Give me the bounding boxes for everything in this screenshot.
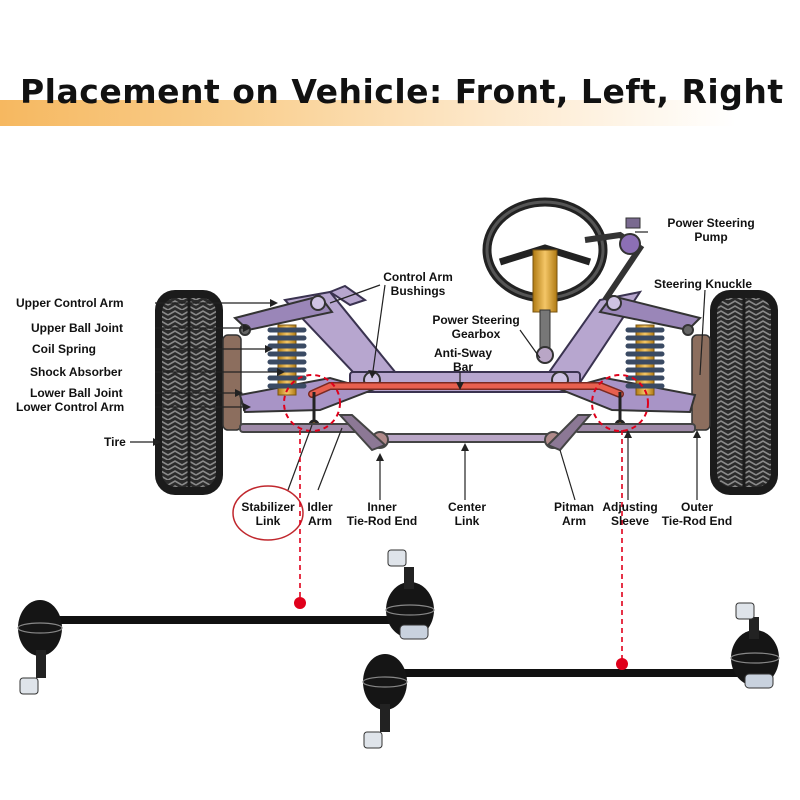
label-anti-sway-bar-line1: Anti-Sway bbox=[433, 346, 492, 360]
label-center-link-line2: Link bbox=[454, 514, 480, 528]
leader-lines bbox=[130, 231, 706, 501]
label-lower-ball-joint: Lower Ball Joint bbox=[30, 386, 123, 400]
upper-control-arms bbox=[232, 294, 702, 336]
right-tire bbox=[710, 290, 778, 495]
label-upper-ball-joint: Upper Ball Joint bbox=[31, 321, 124, 335]
label-center-link-line1: Center bbox=[447, 500, 486, 514]
label-inner-tie-rod-end-line2: Tie-Rod End bbox=[346, 514, 418, 528]
label-center-link: Center Link bbox=[442, 500, 492, 528]
power-steering-pump bbox=[584, 217, 645, 302]
label-adjusting-sleeve-line2: Sleeve bbox=[610, 514, 650, 528]
placement-drop-lines bbox=[299, 430, 623, 662]
stabilizer-label-circle bbox=[232, 485, 304, 541]
right-steering-knuckle bbox=[691, 334, 711, 431]
label-stabilizer-link-line1: Stabilizer bbox=[241, 500, 295, 514]
left-coil-spring bbox=[267, 324, 307, 396]
label-anti-sway-bar-line2: Bar bbox=[452, 360, 473, 374]
label-stabilizer-link: Stabilizer Link bbox=[236, 500, 300, 528]
label-power-steering-pump-line2: Pump bbox=[694, 230, 728, 244]
label-pitman-arm-line1: Pitman bbox=[553, 500, 594, 514]
stabilizer-link-highlights bbox=[283, 374, 649, 432]
label-outer-tie-rod-end-line1: Outer bbox=[680, 500, 713, 514]
label-control-arm-bushings-line1: Control Arm bbox=[383, 270, 453, 284]
label-idler-arm-line2: Arm bbox=[307, 514, 332, 528]
label-idler-arm: Idler Arm bbox=[300, 500, 340, 528]
stabilizer-link-part-right bbox=[362, 602, 780, 749]
left-placement-marker bbox=[294, 597, 306, 609]
page-title: Placement on Vehicle: Front, Left, Right bbox=[20, 72, 784, 111]
label-control-arm-bushings-line2: Bushings bbox=[390, 284, 446, 298]
label-pitman-arm-line2: Arm bbox=[561, 514, 586, 528]
label-stabilizer-link-line2: Link bbox=[255, 514, 281, 528]
label-steering-knuckle: Steering Knuckle bbox=[654, 277, 753, 291]
label-adjusting-sleeve: Adjusting Sleeve bbox=[598, 500, 662, 528]
steering-wheel bbox=[482, 197, 608, 364]
label-outer-tie-rod-end: Outer Tie-Rod End bbox=[655, 500, 739, 528]
right-coil-spring bbox=[625, 324, 665, 396]
label-idler-arm-line1: Idler bbox=[307, 500, 333, 514]
label-power-steering-gearbox: Power Steering Gearbox bbox=[428, 313, 524, 341]
title-highlight-band bbox=[0, 100, 800, 126]
label-outer-tie-rod-end-line2: Tie-Rod End bbox=[661, 514, 733, 528]
arrow-heads bbox=[153, 299, 701, 461]
label-inner-tie-rod-end-line1: Inner bbox=[367, 500, 397, 514]
label-power-steering-gearbox-line1: Power Steering bbox=[432, 313, 520, 327]
left-steering-knuckle bbox=[222, 334, 242, 431]
label-adjusting-sleeve-line1: Adjusting bbox=[602, 500, 658, 514]
label-shock-absorber: Shock Absorber bbox=[30, 365, 123, 379]
right-placement-marker bbox=[616, 658, 628, 670]
label-power-steering-gearbox-line2: Gearbox bbox=[451, 327, 501, 341]
label-control-arm-bushings: Control Arm Bushings bbox=[375, 270, 461, 298]
anti-sway-bar bbox=[308, 382, 624, 398]
label-lower-control-arm: Lower Control Arm bbox=[16, 400, 125, 414]
label-coil-spring: Coil Spring bbox=[32, 342, 96, 356]
right-link-joint-left bbox=[362, 654, 408, 749]
stabilizer-link-part-left bbox=[17, 549, 435, 695]
label-upper-control-arm: Upper Control Arm bbox=[16, 296, 124, 310]
left-link-joint-left bbox=[17, 600, 63, 695]
label-inner-tie-rod-end: Inner Tie-Rod End bbox=[340, 500, 424, 528]
label-pitman-arm: Pitman Arm bbox=[550, 500, 598, 528]
left-link-joint-right bbox=[385, 549, 435, 640]
label-power-steering-pump-line1: Power Steering bbox=[667, 216, 755, 230]
right-link-joint-right bbox=[730, 602, 780, 689]
label-power-steering-pump: Power Steering Pump bbox=[663, 216, 759, 244]
steering-linkage bbox=[239, 414, 696, 452]
label-tire: Tire bbox=[104, 435, 126, 449]
label-anti-sway-bar: Anti-Sway Bar bbox=[428, 346, 498, 374]
